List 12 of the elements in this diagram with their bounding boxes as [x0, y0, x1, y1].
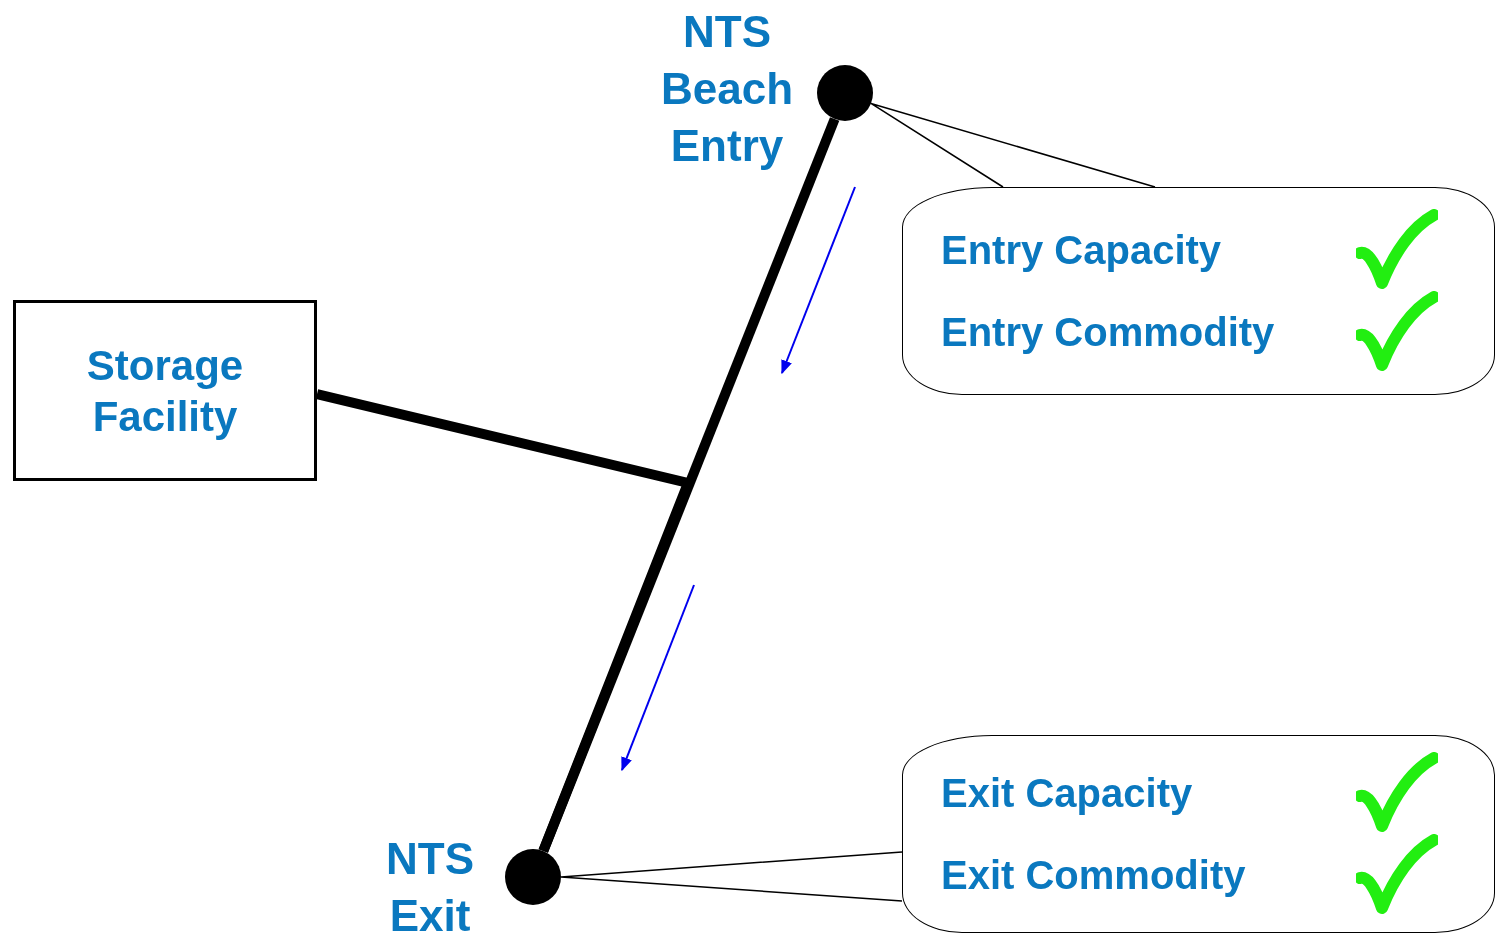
- requirement-text: Entry Capacity: [941, 227, 1222, 274]
- callout-pointer: [870, 102, 1156, 188]
- callout-pointer: [560, 851, 903, 902]
- point-label: NTS Exit: [385, 833, 475, 939]
- facility-label: Storage Facility: [85, 340, 245, 442]
- requirement-text: Exit Commodity: [941, 852, 1246, 899]
- requirement-text: Exit Capacity: [941, 770, 1193, 817]
- requirement-text: Entry Commodity: [941, 309, 1275, 356]
- point-label: NTS Beach Entry: [659, 6, 795, 172]
- callout-bubble: [902, 187, 1495, 395]
- callout-bubble: [902, 735, 1495, 933]
- facility-box: [13, 300, 317, 481]
